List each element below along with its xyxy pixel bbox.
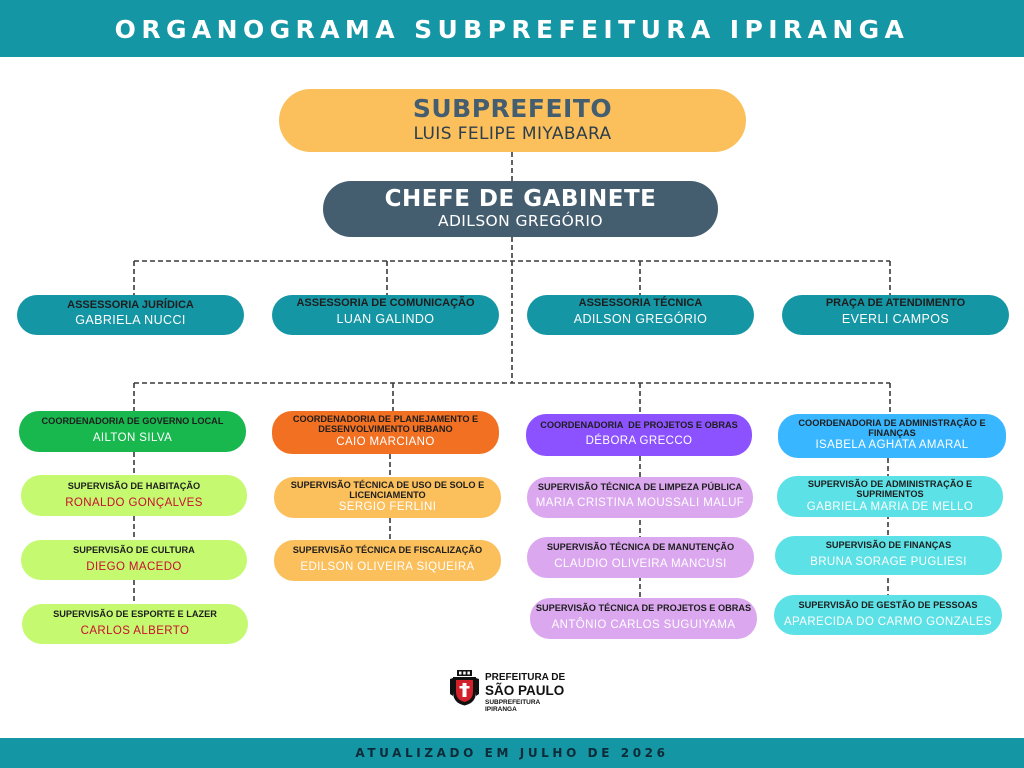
supervisao-name: RONALDO GONÇALVES (65, 497, 203, 509)
prefeitura-logo: PREFEITURA DE SÃO PAULO SUBPREFEITURA IP… (450, 668, 580, 716)
coordenadoria-title: COORDENADORIA DE GOVERNO LOCAL (41, 416, 224, 426)
supervisao-title: SUPERVISÃO DE CULTURA (73, 545, 195, 555)
supervisao-title: SUPERVISÃO DE ADMINISTRAÇÃO E SUPRIMENTO… (807, 479, 973, 499)
supervisao-name: CLAUDIO OLIVEIRA MANCUSI (554, 558, 727, 570)
city-coat-of-arms-icon (450, 670, 479, 706)
supervisao-esporte-lazer-box: SUPERVISÃO DE ESPORTE E LAZER CARLOS ALB… (22, 604, 248, 644)
chefe-gabinete-box: CHEFE DE GABINETE ADILSON GREGÓRIO (323, 181, 718, 237)
supervisao-title: SUPERVISÃO DE FINANÇAS (825, 540, 952, 550)
supervisao-financas-box: SUPERVISÃO DE FINANÇAS BRUNA SORAGE PUGL… (775, 536, 1002, 575)
page-title: ORGANOGRAMA SUBPREFEITURA IPIRANGA (114, 15, 910, 44)
supervisao-limpeza-publica-box: SUPERVISÃO TÉCNICA DE LIMPEZA PÚBLICA MA… (527, 477, 753, 518)
coordenadoria-title: COORDENADORIA DE PROJETOS E OBRAS (540, 420, 738, 430)
supervisao-title: SUPERVISÃO DE HABITAÇÃO (67, 481, 201, 491)
supervisao-title: SUPERVISÃO TÉCNICA DE USO DE SOLO E LICE… (290, 480, 485, 500)
coordenadoria-administracao-box: COORDENADORIA DE ADMINISTRAÇÃO E FINANÇA… (778, 414, 1006, 458)
logo-line-3: SUBPREFEITURA IPIRANGA (485, 699, 540, 713)
praca-atendimento-box: PRAÇA DE ATENDIMENTO EVERLI CAMPOS (782, 295, 1009, 335)
supervisao-name: EDILSON OLIVEIRA SIQUEIRA (300, 561, 475, 573)
logo-subprefeitura: SUBPREFEITURA (485, 699, 541, 706)
supervisao-fiscalizacao-box: SUPERVISÃO TÉCNICA DE FISCALIZAÇÃO EDILS… (274, 540, 501, 581)
supervisao-manutencao-box: SUPERVISÃO TÉCNICA DE MANUTENÇÃO CLAUDIO… (527, 537, 754, 578)
coordenadoria-governo-local-box: COORDENADORIA DE GOVERNO LOCAL AILTON SI… (19, 411, 246, 452)
subprefeito-title: SUBPREFEITO (412, 94, 613, 123)
assessoria-name: LUAN GALINDO (336, 312, 435, 326)
coordenadoria-name: AILTON SILVA (92, 432, 173, 444)
supervisao-title: SUPERVISÃO TÉCNICA DE LIMPEZA PÚBLICA (537, 482, 743, 492)
assessoria-title: ASSESSORIA JURÍDICA (67, 299, 194, 311)
assessoria-name: ADILSON GREGÓRIO (573, 312, 708, 326)
supervisao-projetos-obras-box: SUPERVISÃO TÉCNICA DE PROJETOS E OBRAS A… (530, 598, 757, 639)
logo-line-1: PREFEITURA DE (485, 672, 566, 683)
footer-updated-text: ATUALIZADO EM JULHO DE 2026 (355, 746, 669, 760)
header-bar: ORGANOGRAMA SUBPREFEITURA IPIRANGA (0, 0, 1024, 57)
coordenadoria-name: ISABELA AGHATA AMARAL (815, 439, 969, 451)
supervisao-name: DIEGO MACEDO (86, 561, 182, 573)
chefe-gabinete-title: CHEFE DE GABINETE (384, 186, 657, 212)
supervisao-uso-solo-box: SUPERVISÃO TÉCNICA DE USO DE SOLO E LICE… (274, 477, 501, 518)
subprefeito-box: SUBPREFEITO LUIS FELIPE MIYABARA (279, 89, 746, 152)
supervisao-name: GABRIELA MARIA DE MELLO (806, 501, 974, 513)
supervisao-title: SUPERVISÃO TÉCNICA DE MANUTENÇÃO (546, 542, 735, 552)
coordenadoria-title: COORDENADORIA DE PLANEJAMENTO E DESENVOL… (292, 414, 479, 434)
supervisao-title: SUPERVISÃO DE ESPORTE E LAZER (53, 609, 217, 619)
supervisao-name: CARLOS ALBERTO (80, 625, 190, 637)
supervisao-name: SERGIO FERLINI (338, 501, 437, 513)
coordenadoria-planejamento-box: COORDENADORIA DE PLANEJAMENTO E DESENVOL… (272, 411, 499, 454)
supervisao-title: SUPERVISÃO TÉCNICA DE PROJETOS E OBRAS (535, 603, 752, 613)
assessoria-title: ASSESSORIA TÉCNICA (578, 297, 703, 309)
assessoria-name: GABRIELA NUCCI (75, 313, 186, 327)
coordenadoria-title: COORDENADORIA DE ADMINISTRAÇÃO E FINANÇA… (798, 418, 986, 438)
supervisao-title: SUPERVISÃO DE GESTÃO DE PESSOAS (798, 600, 978, 610)
logo-line-2: SÃO PAULO (485, 683, 565, 698)
assessoria-comunicacao-box: ASSESSORIA DE COMUNICAÇÃO LUAN GALINDO (272, 295, 499, 335)
coordenadoria-name: DÉBORA GRECCO (585, 435, 693, 447)
supervisao-title: SUPERVISÃO TÉCNICA DE FISCALIZAÇÃO (292, 545, 483, 555)
chefe-gabinete-name: ADILSON GREGÓRIO (437, 212, 604, 230)
subprefeito-name: LUIS FELIPE MIYABARA (413, 124, 612, 144)
supervisao-administracao-suprimentos-box: SUPERVISÃO DE ADMINISTRAÇÃO E SUPRIMENTO… (777, 476, 1003, 517)
supervisao-name: APARECIDA DO CARMO GONZALES (783, 616, 993, 628)
logo-ipiranga: IPIRANGA (485, 706, 517, 713)
coordenadoria-name: CAIO MARCIANO (336, 436, 435, 448)
assessoria-juridica-box: ASSESSORIA JURÍDICA GABRIELA NUCCI (17, 295, 244, 335)
supervisao-name: MARIA CRISTINA MOUSSALI MALUF (535, 497, 745, 509)
supervisao-gestao-pessoas-box: SUPERVISÃO DE GESTÃO DE PESSOAS APARECID… (774, 595, 1002, 635)
footer-bar: ATUALIZADO EM JULHO DE 2026 (0, 738, 1024, 768)
supervisao-name: BRUNA SORAGE PUGLIESI (810, 556, 967, 568)
supervisao-cultura-box: SUPERVISÃO DE CULTURA DIEGO MACEDO (21, 540, 247, 580)
supervisao-habitacao-box: SUPERVISÃO DE HABITAÇÃO RONALDO GONÇALVE… (21, 475, 247, 516)
coordenadoria-projetos-obras-box: COORDENADORIA DE PROJETOS E OBRAS DÉBORA… (526, 414, 752, 456)
assessoria-tecnica-box: ASSESSORIA TÉCNICA ADILSON GREGÓRIO (527, 295, 754, 335)
supervisao-name: ANTÔNIO CARLOS SUGUIYAMA (551, 619, 736, 631)
assessoria-title: ASSESSORIA DE COMUNICAÇÃO (296, 297, 475, 309)
assessoria-name: EVERLI CAMPOS (841, 312, 950, 326)
assessoria-title: PRAÇA DE ATENDIMENTO (825, 297, 966, 309)
